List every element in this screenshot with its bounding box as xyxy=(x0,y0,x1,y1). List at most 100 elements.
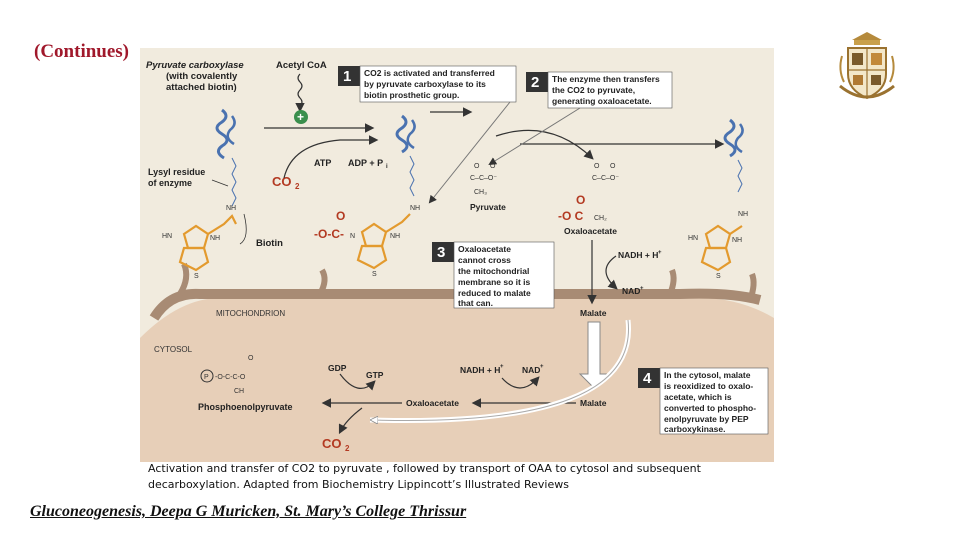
mitochondrion-label: MITOCHONDRION xyxy=(216,309,285,318)
oxaloacetate-cyto-label: Oxaloacetate xyxy=(406,398,459,408)
gdp-label: GDP xyxy=(328,363,347,373)
carboxyl-group-label: -O-C- xyxy=(314,227,344,241)
svg-text:NH: NH xyxy=(410,205,420,212)
svg-text:2: 2 xyxy=(531,74,539,91)
step-1-box: 1 CO2 is activated and transferred by py… xyxy=(338,65,517,103)
svg-text:In the cytosol, malate: In the cytosol, malate xyxy=(664,370,751,380)
svg-text:O: O xyxy=(248,355,254,362)
svg-text:is reoxidized to oxalo-: is reoxidized to oxalo- xyxy=(664,381,753,391)
svg-text:NH: NH xyxy=(390,233,400,240)
malate-cyto-label: Malate xyxy=(580,398,607,408)
svg-text:O: O xyxy=(594,163,600,170)
svg-text:enolpyruvate by PEP: enolpyruvate by PEP xyxy=(664,414,749,424)
protein-coil-icon xyxy=(723,118,744,158)
svg-text:O: O xyxy=(336,209,345,223)
co2-output-label: CO xyxy=(322,436,342,451)
svg-text:+: + xyxy=(658,250,662,256)
enzyme-label-line1: Pyruvate carboxylase xyxy=(146,60,244,71)
svg-text:2: 2 xyxy=(295,182,300,191)
svg-text:biotin prosthetic group.: biotin prosthetic group. xyxy=(364,90,459,100)
svg-text:the CO2 to pyruvate,: the CO2 to pyruvate, xyxy=(552,85,635,95)
svg-text:2: 2 xyxy=(345,444,350,453)
svg-text:CO2 is activated and transferr: CO2 is activated and transferred xyxy=(364,68,495,78)
acetyl-coa-label: Acetyl CoA xyxy=(276,60,327,71)
svg-text:CH₃: CH₃ xyxy=(474,189,487,196)
svg-text:S: S xyxy=(372,271,377,278)
nad-mito-label: NAD xyxy=(622,286,640,296)
mitochondrial-membrane xyxy=(149,288,762,321)
pyruvate-label: Pyruvate xyxy=(470,202,506,212)
plus-sign: + xyxy=(297,110,304,124)
svg-text:NH: NH xyxy=(738,211,748,218)
step-3-box: 3 Oxaloacetate cannot cross the mitochon… xyxy=(432,241,555,309)
svg-text:-O-C-C-O: -O-C-C-O xyxy=(215,374,246,381)
enzyme-label-line2: (with covalently xyxy=(166,71,238,82)
step-4-box: 4 In the cytosol, malate is reoxidized t… xyxy=(638,367,769,435)
svg-text:The enzyme then transfers: The enzyme then transfers xyxy=(552,74,660,84)
svg-text:C–C–O⁻: C–C–O⁻ xyxy=(592,175,619,182)
svg-text:i: i xyxy=(386,164,388,170)
svg-text:S: S xyxy=(194,273,199,280)
slide-title: (Continues) xyxy=(34,41,130,62)
svg-text:converted to phospho-: converted to phospho- xyxy=(664,403,756,413)
svg-text:1: 1 xyxy=(343,68,351,85)
svg-text:O: O xyxy=(474,163,480,170)
svg-text:+: + xyxy=(540,364,544,370)
biotin-ring-icon xyxy=(178,214,237,272)
svg-text:3: 3 xyxy=(437,244,445,261)
svg-text:membrane so it is: membrane so it is xyxy=(458,277,531,287)
nadh-cyto-label: NADH + H xyxy=(460,365,500,375)
svg-text:O: O xyxy=(576,193,585,207)
svg-text:acetate, which is: acetate, which is xyxy=(664,392,732,402)
svg-text:reduced to malate: reduced to malate xyxy=(458,288,531,298)
gtp-label: GTP xyxy=(366,370,384,380)
pep-label: Phosphoenolpyruvate xyxy=(198,402,293,412)
svg-text:NH: NH xyxy=(210,235,220,242)
cytosol-label: CYTOSOL xyxy=(154,345,193,354)
svg-text:HN: HN xyxy=(688,235,698,242)
svg-text:that can.: that can. xyxy=(458,298,493,308)
svg-text:N: N xyxy=(350,233,355,240)
svg-text:the mitochondrial: the mitochondrial xyxy=(458,266,529,276)
svg-text:by pyruvate carboxylase to its: by pyruvate carboxylase to its xyxy=(364,79,486,89)
svg-text:-O C: -O C xyxy=(558,209,584,223)
nad-cyto-label: NAD xyxy=(522,365,540,375)
svg-text:+: + xyxy=(640,286,644,292)
adp-label: ADP + P xyxy=(348,158,383,168)
lysyl-label-line2: of enzyme xyxy=(148,178,192,188)
svg-text:cannot cross: cannot cross xyxy=(458,255,511,265)
svg-text:4: 4 xyxy=(643,370,652,387)
college-crest-icon xyxy=(836,30,898,104)
nh-label-1: NH xyxy=(226,205,236,212)
enzyme-label-line3: attached biotin) xyxy=(166,82,237,93)
svg-text:C–C–O⁻: C–C–O⁻ xyxy=(470,175,497,182)
svg-text:+: + xyxy=(500,364,504,370)
co2-input-label: CO xyxy=(272,174,292,189)
svg-text:O: O xyxy=(610,163,616,170)
svg-text:CH: CH xyxy=(234,388,244,395)
cytosol-region xyxy=(140,298,774,462)
svg-text:generating oxaloacetate.: generating oxaloacetate. xyxy=(552,96,652,106)
svg-text:HN: HN xyxy=(162,233,172,240)
phosphate-icon xyxy=(200,369,214,383)
svg-text:S: S xyxy=(716,273,721,280)
figure-caption: Activation and transfer of CO2 to pyruva… xyxy=(148,462,701,491)
svg-text:NH: NH xyxy=(732,237,742,244)
svg-text:CH₂: CH₂ xyxy=(594,215,607,222)
footer-credit: Gluconeogenesis, Deepa G Muricken, St. M… xyxy=(30,503,467,520)
biotin-label: Biotin xyxy=(256,238,283,249)
malate-mito-label: Malate xyxy=(580,308,607,318)
biotin-ring-icon xyxy=(700,224,743,272)
protein-coil-icon xyxy=(215,108,236,160)
step-2-box: 2 The enzyme then transfers the CO2 to p… xyxy=(526,71,673,109)
svg-text:Oxaloacetate: Oxaloacetate xyxy=(458,244,511,254)
svg-text:carboxykinase.: carboxykinase. xyxy=(664,424,725,434)
lysyl-label-line1: Lysyl residue xyxy=(148,167,205,177)
oxaloacetate-mito-label: Oxaloacetate xyxy=(564,226,617,236)
nadh-mito-label: NADH + H xyxy=(618,250,658,260)
biotin-ring-icon xyxy=(356,213,411,270)
gluconeogenesis-figure: Pyruvate carboxylase (with covalently at… xyxy=(140,48,774,462)
svg-text:O: O xyxy=(490,163,496,170)
atp-label: ATP xyxy=(314,158,331,168)
svg-text:P: P xyxy=(204,374,209,381)
